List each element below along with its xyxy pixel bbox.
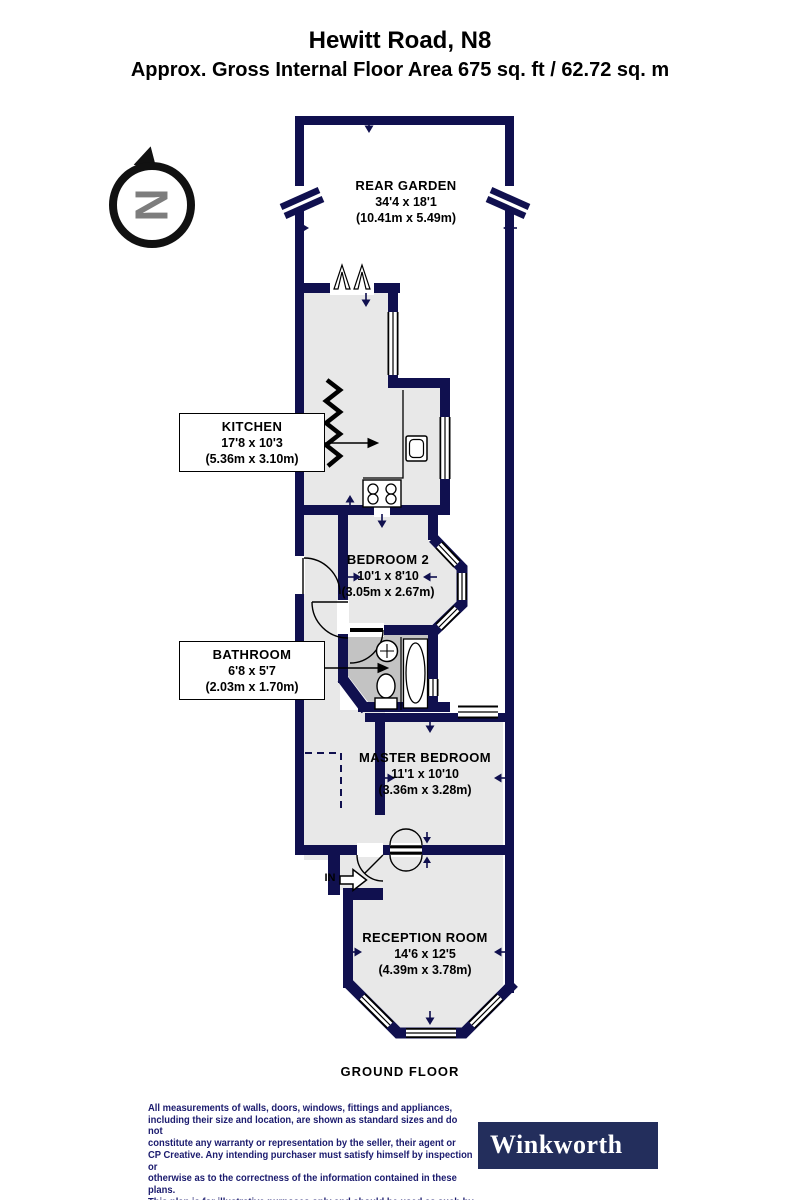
bathroom-fixtures: [374, 637, 429, 710]
disclaimer-line: This plan is for illustrative purposes o…: [148, 1197, 474, 1200]
brand-logo: Winkworth: [478, 1122, 658, 1169]
garden-wall-breaks: [279, 186, 531, 219]
disclaimer-line: constitute any warranty or representatio…: [148, 1138, 456, 1150]
room-label-kitchen: KITCHEN 17'8 x 10'3 (5.36m x 3.10m): [179, 413, 325, 472]
door-arcs: [302, 557, 423, 882]
entrance-label: IN: [324, 872, 336, 884]
toilet-icon: [374, 673, 398, 710]
kitchen-fixtures: [362, 390, 428, 508]
opening-ticks: [295, 119, 517, 1025]
basin-icon: [375, 639, 399, 663]
stairs-zigzag: [322, 378, 344, 468]
disclaimer-line: All measurements of walls, doors, window…: [148, 1103, 453, 1114]
reception-bay-windows: [358, 993, 504, 1038]
room-label-bedroom-2: BEDROOM 2 10'1 x 8'10 (3.05m x 2.67m): [341, 552, 435, 599]
label-connectors: [324, 437, 390, 674]
entrance-arrow-icon: [339, 867, 368, 893]
hob-icon: [362, 479, 402, 508]
windows: [358, 312, 504, 1038]
sink-icon: [405, 435, 428, 462]
disclaimer-line: CP Creative. Any intending purchaser mus…: [148, 1149, 473, 1173]
french-door-chevrons: [333, 263, 371, 290]
compass-ring: N: [109, 162, 195, 248]
room-label-rear-garden: REAR GARDEN 34'4 x 18'1 (10.41m x 5.49m): [355, 178, 457, 225]
page-header: Hewitt Road, N8 Approx. Gross Internal F…: [0, 26, 800, 84]
disclaimer-line: otherwise as to the correctness of the i…: [148, 1173, 457, 1196]
disclaimer-text: All measurements of walls, doors, window…: [148, 1103, 474, 1200]
floor-label: GROUND FLOOR: [340, 1064, 460, 1079]
bedroom2-bay-windows: [435, 541, 467, 631]
room-label-bathroom: BATHROOM 6'8 x 5'7 (2.03m x 1.70m): [179, 641, 325, 700]
page-subtitle: Approx. Gross Internal Floor Area 675 sq…: [130, 59, 670, 81]
room-label-reception-room: RECEPTION ROOM 14'6 x 12'5 (4.39m x 3.78…: [362, 930, 488, 977]
room-label-master-bedroom: MASTER BEDROOM 11'1 x 10'10 (3.36m x 3.2…: [359, 750, 491, 797]
north-compass: N: [104, 143, 200, 252]
bathtub-icon: [402, 638, 429, 709]
disclaimer-line: including their size and location, are s…: [148, 1114, 458, 1138]
rear-garden-area: [300, 116, 510, 288]
storage-dashed-outline: [305, 752, 342, 810]
page-title: Hewitt Road, N8: [308, 27, 492, 54]
